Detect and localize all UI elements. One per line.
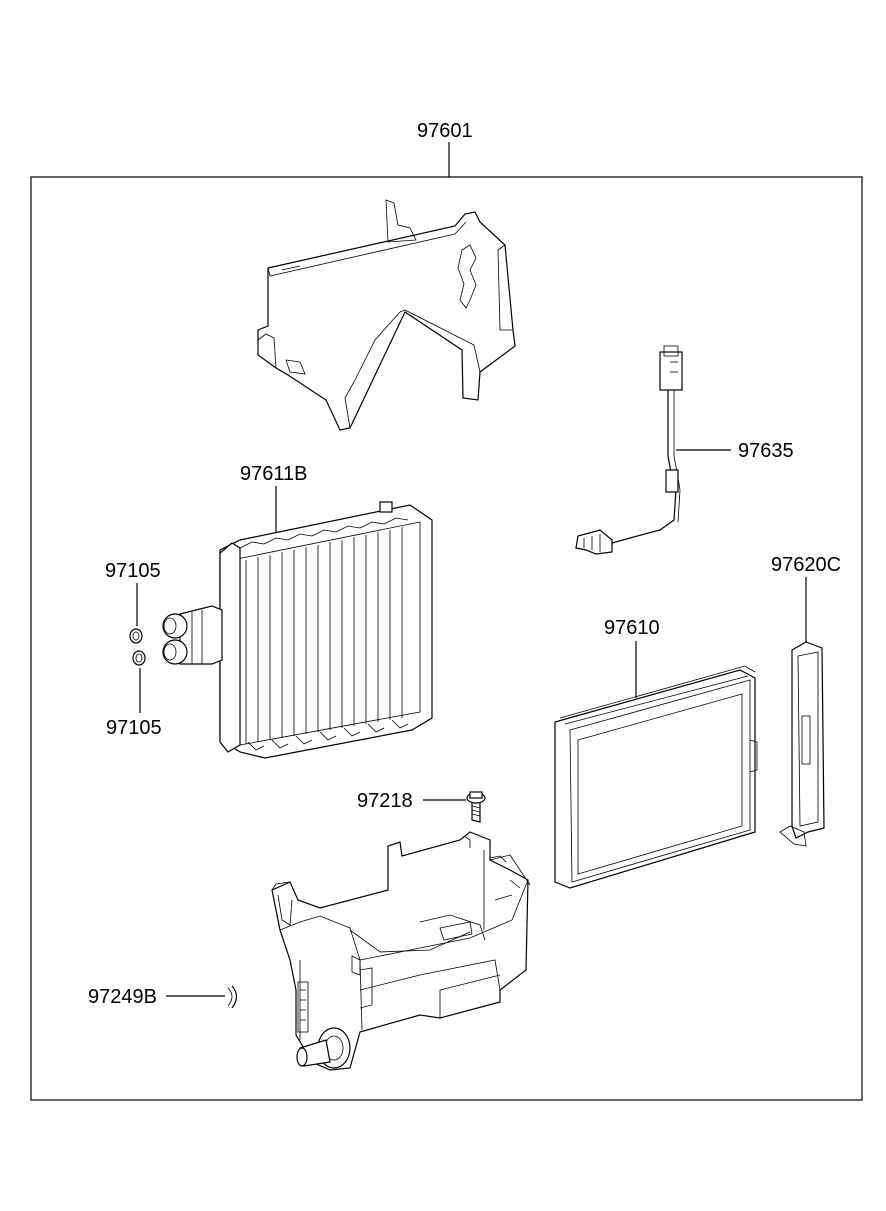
callout-97601[interactable]: 97601 — [417, 120, 473, 177]
lower-case-housing — [271, 831, 531, 1071]
callout-97620c[interactable]: 97620C — [771, 554, 841, 644]
part-number-97249b[interactable]: 97249B — [88, 986, 157, 1008]
side-cover — [779, 641, 825, 847]
callout-97611b[interactable]: 97611B — [240, 463, 307, 540]
o-ring-upper-inner — [132, 631, 140, 641]
retaining-clip — [231, 985, 238, 1009]
part-number-97601[interactable]: 97601 — [417, 120, 473, 142]
air-filter — [554, 665, 758, 889]
part-number-97611b[interactable]: 97611B — [240, 463, 307, 485]
mounting-screw — [466, 791, 486, 823]
evaporator-core — [162, 501, 433, 759]
callout-97105-upper[interactable]: 97105 — [105, 560, 161, 626]
o-ring-lower — [132, 650, 146, 666]
evaporator-fins — [239, 517, 409, 751]
retaining-clip-inner — [227, 987, 233, 1007]
part-number-97635[interactable]: 97635 — [738, 440, 794, 462]
o-ring-upper — [129, 628, 143, 644]
callout-97635[interactable]: 97635 — [676, 440, 794, 462]
part-number-97105-lower[interactable]: 97105 — [106, 717, 162, 739]
temperature-sensor — [575, 345, 683, 555]
assembly-frame — [30, 176, 863, 1101]
part-number-97610[interactable]: 97610 — [604, 617, 660, 639]
callout-97218[interactable]: 97218 — [357, 790, 466, 812]
upper-case-housing — [257, 199, 516, 431]
part-number-97105-upper[interactable]: 97105 — [105, 560, 161, 582]
part-number-97620c[interactable]: 97620C — [771, 554, 841, 576]
callout-97249b[interactable]: 97249B — [88, 986, 225, 1008]
o-ring-lower-inner — [135, 653, 143, 663]
callout-97610[interactable]: 97610 — [604, 617, 660, 698]
part-number-97218[interactable]: 97218 — [357, 790, 413, 812]
callout-97105-lower[interactable]: 97105 — [106, 668, 162, 739]
